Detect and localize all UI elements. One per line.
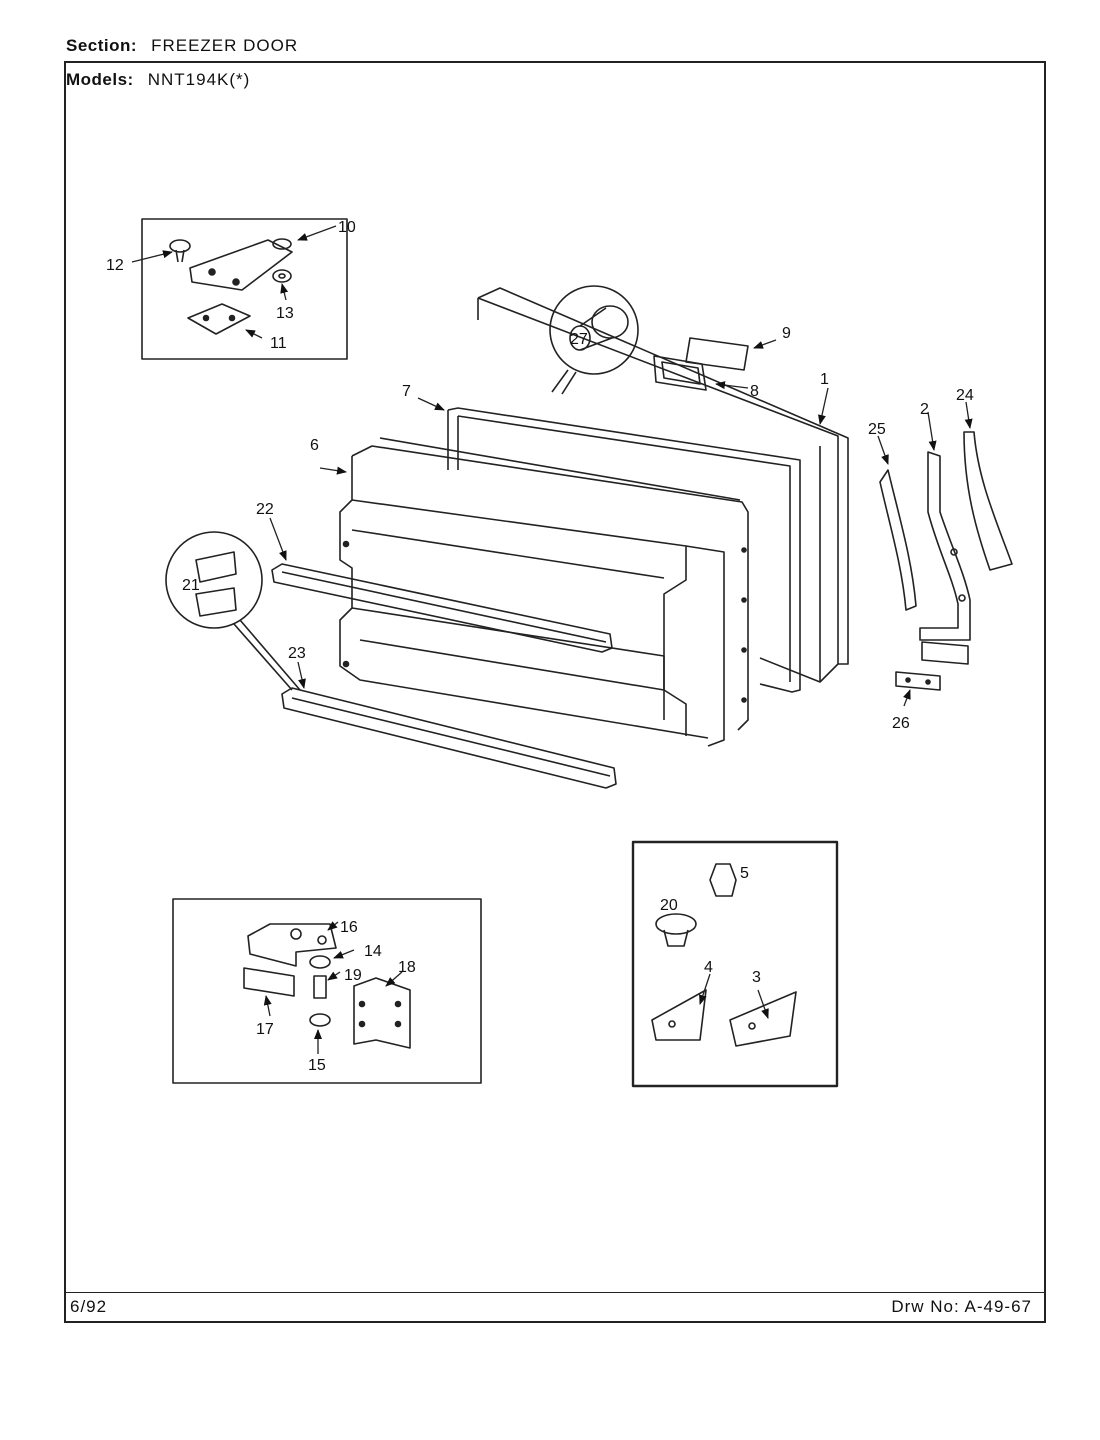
rail-clip-detail (165, 531, 301, 691)
shelf-rail-upper (271, 563, 613, 653)
door-gasket (447, 407, 801, 693)
callout-4: 4 (704, 959, 713, 976)
callout-23: 23 (288, 645, 306, 662)
callout-labels: 1 2 3 4 5 6 7 8 9 10 11 12 13 14 15 16 1… (106, 219, 974, 1074)
models-label: Models: (66, 70, 134, 89)
fastener-inset (631, 840, 839, 1088)
callout-7: 7 (402, 383, 411, 400)
callout-8: 8 (750, 383, 759, 400)
callout-5: 5 (740, 865, 749, 882)
callout-3: 3 (752, 969, 761, 986)
callout-9: 9 (782, 325, 791, 342)
callout-1: 1 (820, 371, 829, 388)
shelf-rail-lower (281, 687, 617, 789)
door-handle-parts (879, 431, 1013, 691)
drawing-number: Drw No: A-49-67 (891, 1297, 1032, 1316)
callout-18: 18 (398, 959, 416, 976)
callout-6: 6 (310, 437, 319, 454)
callout-20: 20 (660, 897, 678, 914)
callout-22: 22 (256, 501, 274, 518)
callout-27: 27 (570, 331, 588, 348)
section-label: Section: (66, 36, 138, 55)
diagram-frame (64, 61, 1046, 1323)
models-value: NNT194K(*) (147, 70, 251, 89)
footer-divider (64, 1292, 1046, 1293)
section-heading: Section: FREEZER DOOR (66, 36, 298, 56)
door-liner (339, 437, 749, 747)
door-stop-detail (549, 285, 639, 395)
callout-10: 10 (338, 219, 356, 236)
callout-26: 26 (892, 715, 910, 732)
callout-21: 21 (182, 577, 200, 594)
upper-hinge-inset (141, 218, 348, 360)
callout-11: 11 (270, 335, 287, 352)
nameplate-parts (653, 337, 749, 391)
door-outer-panel (477, 287, 849, 683)
section-value: FREEZER DOOR (151, 36, 299, 55)
callout-17: 17 (256, 1021, 274, 1038)
callout-24: 24 (956, 387, 974, 404)
callout-13: 13 (276, 305, 294, 322)
callout-2: 2 (920, 401, 929, 418)
revision-date: 6/92 (70, 1297, 108, 1316)
callout-16: 16 (340, 919, 358, 936)
callout-12: 12 (106, 257, 124, 274)
callout-leaders (131, 225, 973, 1054)
callout-15: 15 (308, 1057, 326, 1074)
callout-25: 25 (868, 421, 886, 438)
models-heading: Models: NNT194K(*) (66, 70, 250, 90)
callout-19: 19 (344, 967, 362, 984)
callout-14: 14 (364, 943, 382, 960)
lower-hinge-inset (172, 898, 482, 1084)
